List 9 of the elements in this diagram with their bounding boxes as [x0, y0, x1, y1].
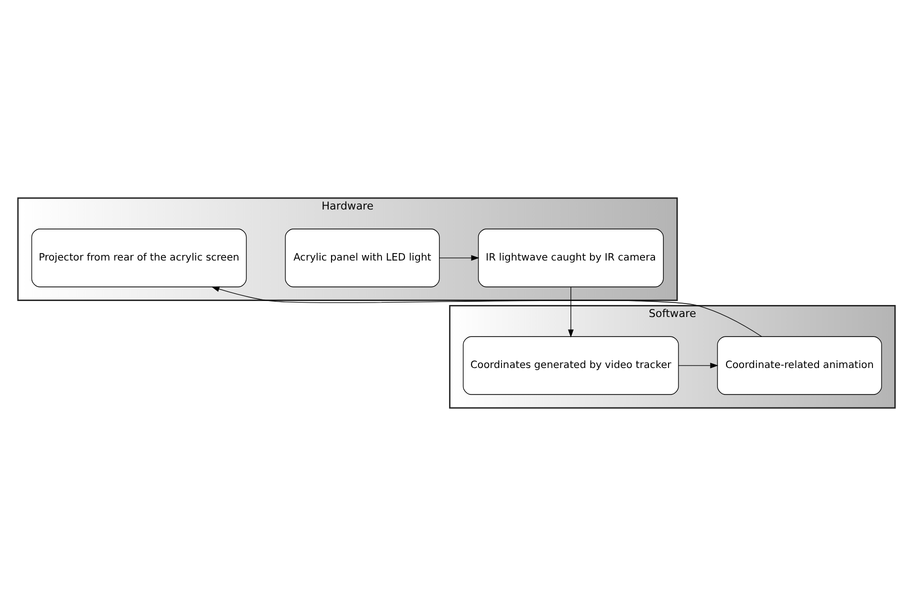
arrow: [438, 255, 479, 261]
arrow: [568, 286, 574, 338]
arrow: [210, 286, 762, 337]
node-box: Coordinates generated by video tracker: [462, 336, 678, 395]
node-box: Projector from rear of the acrylic screen: [30, 228, 246, 288]
node-box: IR lightwave caught by IR camera: [478, 228, 664, 288]
node-box: Coordinate-related animation: [716, 336, 882, 395]
arrow: [678, 362, 718, 368]
node-box: Acrylic panel with LED light: [284, 228, 440, 288]
